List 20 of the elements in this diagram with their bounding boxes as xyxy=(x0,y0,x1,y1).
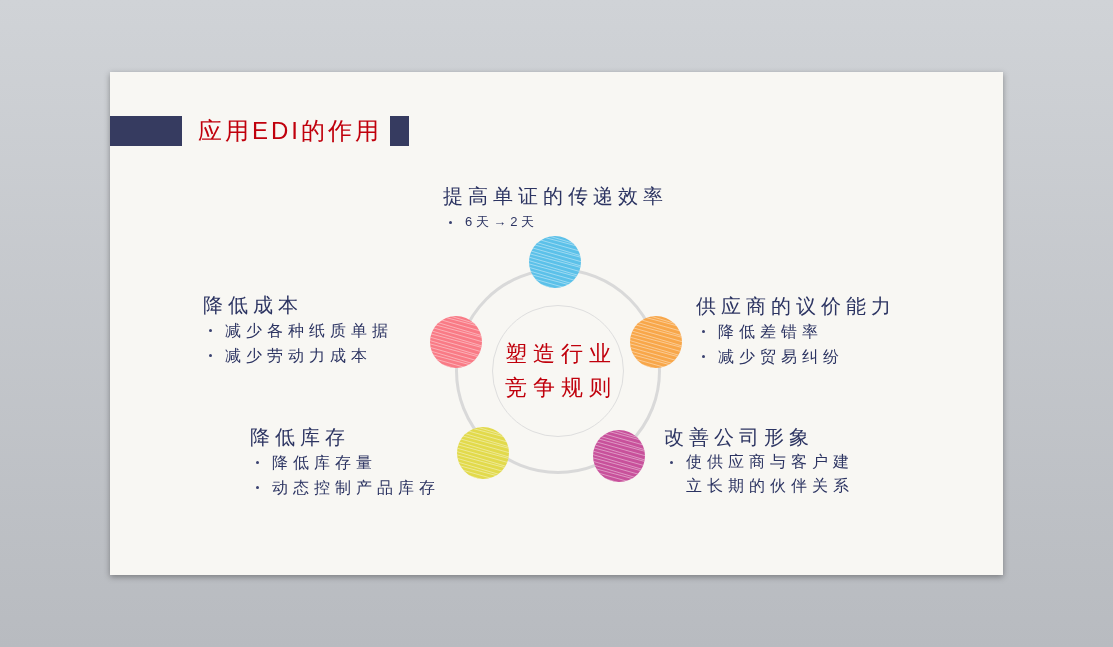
point-text: 降低库存量 xyxy=(272,453,377,473)
point-text: 6天→2天 xyxy=(465,213,539,231)
scribble-dot xyxy=(529,236,581,288)
scribble-dot xyxy=(593,430,645,482)
point-heading: 降低成本 xyxy=(203,293,304,318)
point-text: 减少贸易纠纷 xyxy=(718,347,844,367)
scribble-dot xyxy=(630,316,682,368)
point-text: 动态控制产品库存 xyxy=(272,478,440,498)
point-heading: 供应商的议价能力 xyxy=(696,294,896,319)
point-text: 减少各种纸质单据 xyxy=(225,321,393,341)
scribble-dot xyxy=(430,316,482,368)
point-heading: 提高单证的传递效率 xyxy=(443,184,668,209)
point-heading: 降低库存 xyxy=(250,425,351,450)
point-text: 减少劳动力成本 xyxy=(225,346,372,366)
center-text: 塑造行业竞争规则 xyxy=(504,340,617,402)
scribble-dot xyxy=(457,427,509,479)
point-text: 降低差错率 xyxy=(718,322,823,342)
slide-title: 应用EDI的作用 xyxy=(198,116,382,146)
point-heading: 改善公司形象 xyxy=(664,425,815,450)
point-text: 使供应商与客户建立长期的伙伴关系 xyxy=(686,452,855,496)
